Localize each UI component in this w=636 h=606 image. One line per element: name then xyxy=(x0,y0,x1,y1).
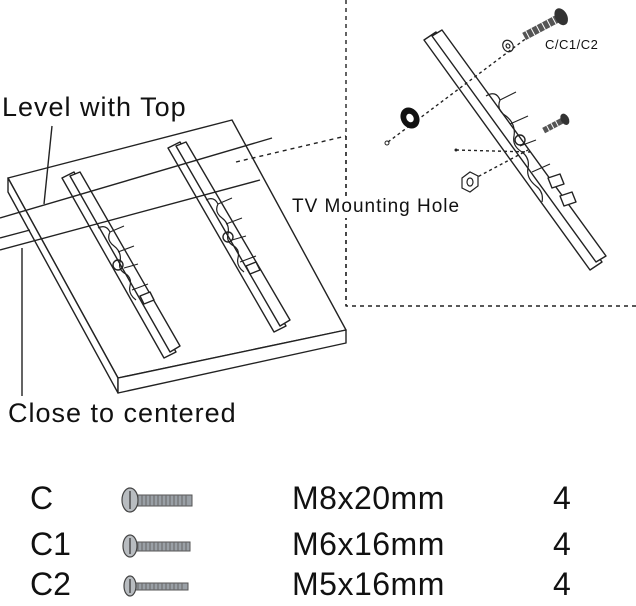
tv-panel xyxy=(7,119,347,394)
hardware-qty: 4 xyxy=(553,566,571,602)
detail-bracket xyxy=(423,29,607,271)
level-lines xyxy=(0,135,347,251)
screw-icon xyxy=(122,534,191,558)
hardware-row-c2: C2 M5x16mm 4 xyxy=(0,566,636,606)
hardware-size: M8x20mm xyxy=(292,480,445,516)
hardware-row-c1: C1 M6x16mm 4 xyxy=(0,526,636,566)
hardware-code: C xyxy=(30,480,54,516)
left-bracket xyxy=(61,171,181,359)
hardware-row-c: C M8x20mm 4 xyxy=(0,480,636,520)
hardware-size: M6x16mm xyxy=(292,526,445,562)
level-leader-line xyxy=(43,125,53,205)
hardware-code: C1 xyxy=(30,526,71,562)
hardware-qty: 4 xyxy=(553,480,571,516)
detail-box xyxy=(345,0,636,307)
hole-marker xyxy=(454,148,458,152)
label-level-with-top: Level with Top xyxy=(2,92,187,122)
screw-icon xyxy=(123,575,189,597)
label-tv-mounting-hole: TV Mounting Hole xyxy=(292,196,461,218)
hardware-code: C2 xyxy=(30,566,71,602)
screw-icon xyxy=(121,487,193,513)
right-bracket xyxy=(167,141,291,333)
short-screw xyxy=(542,113,570,134)
long-screw xyxy=(522,8,568,40)
label-screw-callout: C/C1/C2 xyxy=(545,37,599,52)
small-ring xyxy=(384,140,390,146)
washer-black xyxy=(400,107,420,129)
label-close-to-centered: Close to centered xyxy=(8,398,237,428)
hardware-qty: 4 xyxy=(553,526,571,562)
hex-nut xyxy=(461,171,479,193)
washer-small xyxy=(502,39,514,53)
hardware-size: M5x16mm xyxy=(292,566,445,602)
